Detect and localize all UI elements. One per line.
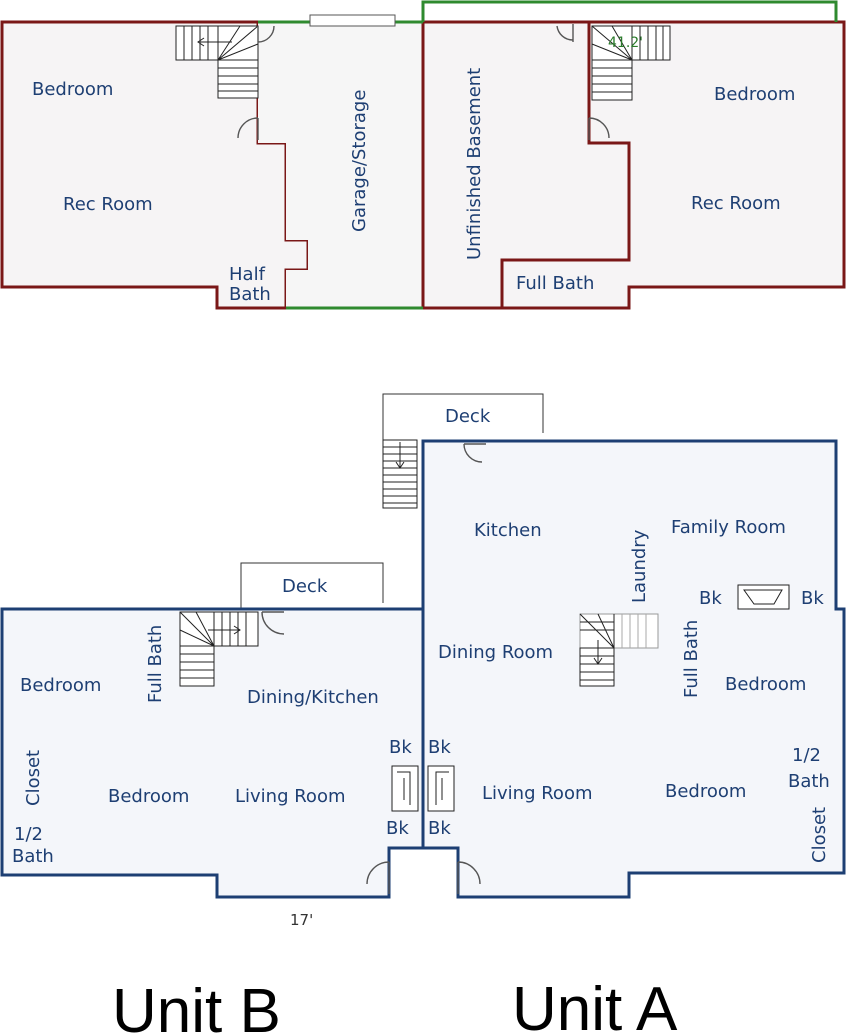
basement-level: Bedroom Rec Room Half Bath Garage/Storag…	[0, 0, 846, 310]
label-unfinished-basement: Unfinished Basement	[464, 68, 485, 260]
label-main-b-bedroom-2: Bedroom	[108, 786, 189, 807]
bk-unit-b	[391, 765, 419, 812]
label-main-b-closet: Closet	[23, 750, 44, 806]
main-level: Deck Full Bath Bedroom Dining/Kitchen Cl…	[0, 393, 846, 929]
basement-stairs-b	[175, 25, 259, 99]
label-main-a-bk-top: Bk	[428, 737, 451, 758]
label-half-bath-line2: Bath	[229, 284, 271, 305]
label-main-a-half-bath-1: 1/2	[792, 745, 821, 766]
label-deck-b: Deck	[282, 576, 328, 597]
basement-stairs-a	[591, 25, 671, 101]
deck-unit-a	[382, 393, 544, 440]
upper-green-wall	[421, 0, 838, 22]
label-main-a-full-bath: Full Bath	[681, 620, 702, 698]
door-swing-6	[463, 443, 486, 463]
label-main-a-bk-right: Bk	[801, 588, 824, 609]
main-stairs-a	[579, 613, 659, 687]
label-dining-kitchen: Dining/Kitchen	[247, 687, 379, 708]
label-main-b-bk-bottom: Bk	[386, 818, 409, 839]
label-main-b-living-room: Living Room	[235, 786, 346, 807]
label-main-a-bedroom-1: Bedroom	[725, 674, 806, 695]
basement-unit-a-floor	[421, 20, 846, 310]
label-basement-b-bedroom: Bedroom	[32, 79, 113, 100]
garage-floor	[258, 22, 423, 308]
label-dining-room: Dining Room	[438, 642, 553, 663]
label-basement-a-full-bath: Full Bath	[516, 273, 594, 294]
label-kitchen: Kitchen	[474, 520, 542, 541]
label-laundry: Laundry	[629, 529, 650, 603]
label-main-dimension: 17'	[290, 911, 313, 929]
garage-window	[309, 14, 396, 27]
label-main-a-bedroom-2: Bedroom	[665, 781, 746, 802]
label-garage: Garage/Storage	[349, 90, 370, 232]
caption-unit-b: Unit B	[112, 977, 281, 1035]
label-main-b-bedroom-1: Bedroom	[20, 675, 101, 696]
deck-stairs	[382, 439, 418, 509]
main-stairs-b	[179, 611, 259, 687]
main-unit-a-floor	[421, 439, 846, 899]
door-swing-5	[261, 611, 285, 635]
label-basement-b-rec-room: Rec Room	[63, 194, 153, 215]
label-main-a-bk-bottom: Bk	[428, 818, 451, 839]
label-basement-a-rec-room: Rec Room	[691, 193, 781, 214]
label-half-bath-line1: Half	[229, 264, 266, 285]
door-swing-3	[556, 24, 574, 42]
label-main-b-full-bath: Full Bath	[145, 625, 166, 703]
label-basement-a-bedroom: Bedroom	[714, 84, 795, 105]
label-main-b-bk-top: Bk	[389, 737, 412, 758]
door-swing-4	[588, 117, 610, 140]
label-basement-dimension: 41.2'	[608, 35, 643, 51]
label-deck-a: Deck	[445, 406, 491, 427]
label-main-a-bk-left: Bk	[699, 588, 722, 609]
label-family-room: Family Room	[671, 517, 786, 538]
door-swing-7	[366, 861, 390, 894]
door-swing-2	[237, 117, 259, 140]
bk-family-room	[737, 584, 790, 610]
label-main-b-half-bath-1: 1/2	[14, 824, 43, 845]
deck-unit-b	[240, 562, 384, 609]
bk-unit-a	[427, 765, 455, 812]
label-main-a-half-bath-2: Bath	[788, 771, 830, 792]
door-swing-1	[257, 25, 275, 43]
caption-unit-a: Unit A	[512, 975, 678, 1035]
door-swing-8	[457, 861, 481, 894]
label-main-a-living-room: Living Room	[482, 783, 593, 804]
label-main-b-half-bath-2: Bath	[12, 846, 54, 867]
label-main-a-closet: Closet	[809, 807, 830, 863]
